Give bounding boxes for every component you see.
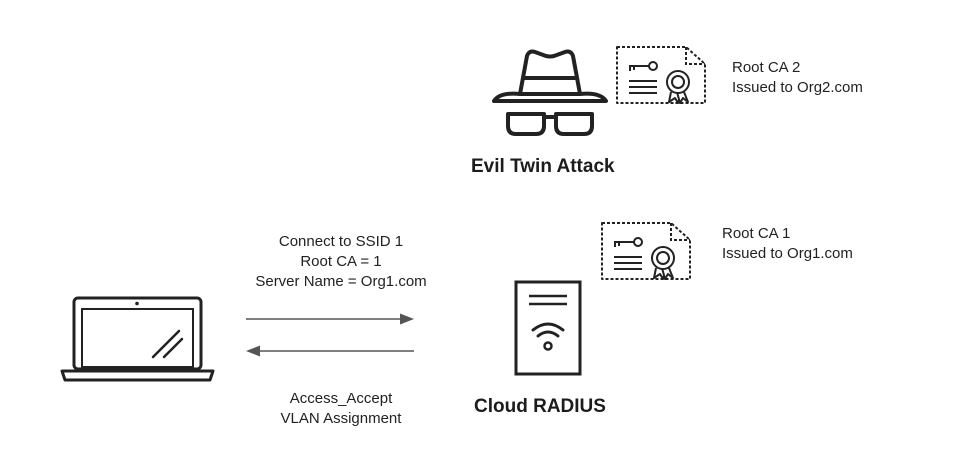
request-line2: Root CA = 1	[300, 253, 382, 270]
attacker-cert-label: Root CA 2 Issued to Org2.com	[732, 58, 863, 98]
attacker-title: Evil Twin Attack	[471, 156, 615, 177]
response-arrow	[246, 345, 414, 357]
response-label: Access_Accept VLAN Assignment	[226, 389, 456, 429]
request-line3: Server Name = Org1.com	[255, 273, 427, 290]
certificate-icon	[601, 222, 691, 280]
server-cert-label: Root CA 1 Issued to Org1.com	[722, 224, 853, 264]
attacker-cert-line2: Issued to Org2.com	[732, 79, 863, 96]
request-line1: Connect to SSID 1	[278, 233, 404, 250]
request-label: Connect to SSID 1 Root CA = 1 Server Nam…	[226, 232, 456, 292]
laptop-icon	[60, 296, 215, 382]
response-line2: VLAN Assignment	[280, 410, 402, 427]
spy-attacker-icon	[492, 49, 608, 136]
certificate-icon	[616, 46, 706, 104]
attacker-cert-line1: Root CA 2	[732, 59, 801, 76]
response-line1: Access_Accept	[289, 390, 393, 407]
server-cert-line1: Root CA 1	[722, 225, 791, 242]
server-cert-line2: Issued to Org1.com	[722, 245, 853, 262]
server-title: Cloud RADIUS	[474, 396, 606, 417]
request-arrow	[246, 313, 414, 325]
radius-server-icon	[514, 280, 582, 376]
